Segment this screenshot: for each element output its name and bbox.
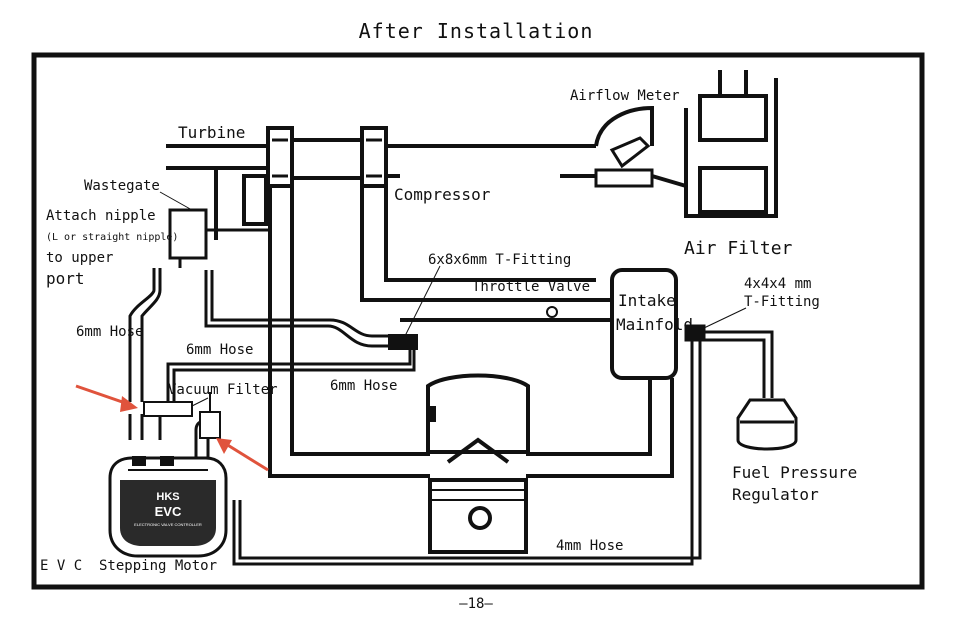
- evc-model-label: EVC: [155, 504, 182, 519]
- vacuum-filter-label: Vacuum Filter: [168, 382, 278, 398]
- red-arrow-vacuum-filter: [75, 384, 138, 412]
- t-fitting-6x8x6: [388, 334, 418, 350]
- vacuum-hoses: [128, 268, 774, 566]
- evc-subtitle-label: ELECTRONIC VALVE CONTROLLER: [134, 522, 202, 527]
- leader-lines: [159, 191, 747, 407]
- fuel-pressure-regulator-label-2: Regulator: [732, 485, 819, 504]
- evc-stepping-motor-label: E V C Stepping Motor: [40, 558, 217, 574]
- t-fitting-444-label-2: T-Fitting: [744, 294, 820, 310]
- intake-tract: [360, 186, 678, 380]
- compressor-label: Compressor: [394, 185, 491, 204]
- evc-stepping-motor: HKS EVC ELECTRONIC VALVE CONTROLLER: [108, 456, 228, 558]
- attach-nipple-label-3: to upper: [46, 250, 113, 266]
- diagram-frame: [31, 52, 925, 590]
- page-number: —18—: [459, 596, 493, 612]
- page-title: After Installation: [359, 19, 594, 43]
- t-fitting-4x4x4: [684, 324, 706, 342]
- turbocharger: [166, 126, 596, 240]
- airflow-meter-label: Airflow Meter: [570, 88, 680, 104]
- fuel-pressure-regulator-label-1: Fuel Pressure: [732, 463, 857, 482]
- air-filter-label: Air Filter: [684, 238, 793, 259]
- t-fitting-444-label-1: 4x4x4 mm: [744, 276, 811, 292]
- turbine-label: Turbine: [178, 123, 245, 142]
- evc-brand-label: HKS: [156, 491, 179, 503]
- hose-6mm-mid-label: 6mm Hose: [186, 342, 253, 358]
- intake-manifold: [610, 268, 678, 380]
- throttle-valve: [546, 306, 558, 318]
- hose-6mm-left-label: 6mm Hose: [76, 324, 143, 340]
- intake-manifold-label-1: Intake: [618, 291, 676, 310]
- exhaust-pipes: [268, 186, 674, 478]
- red-arrow-t-fitting: [216, 438, 269, 472]
- intake-manifold-label-2: Mainfold: [616, 315, 693, 334]
- wastegate: [168, 208, 270, 268]
- air-filter: [684, 70, 778, 218]
- airflow-meter: [560, 105, 687, 188]
- engine: [426, 373, 530, 554]
- attach-nipple-label-1: Attach nipple: [46, 208, 156, 224]
- attach-nipple-label-2: (L or straight nipple): [46, 232, 178, 243]
- throttle-valve-label: Throttle Valve: [472, 279, 590, 295]
- hose-6mm-center-label: 6mm Hose: [330, 378, 397, 394]
- hose-4mm-label: 4mm Hose: [556, 538, 623, 554]
- wastegate-label: Wastegate: [84, 178, 160, 194]
- attach-nipple-label-4: port: [46, 269, 85, 288]
- t-fitting-686-label: 6x8x6mm T-Fitting: [428, 252, 571, 268]
- vacuum-filter: [143, 392, 221, 439]
- fuel-pressure-regulator: [736, 398, 798, 451]
